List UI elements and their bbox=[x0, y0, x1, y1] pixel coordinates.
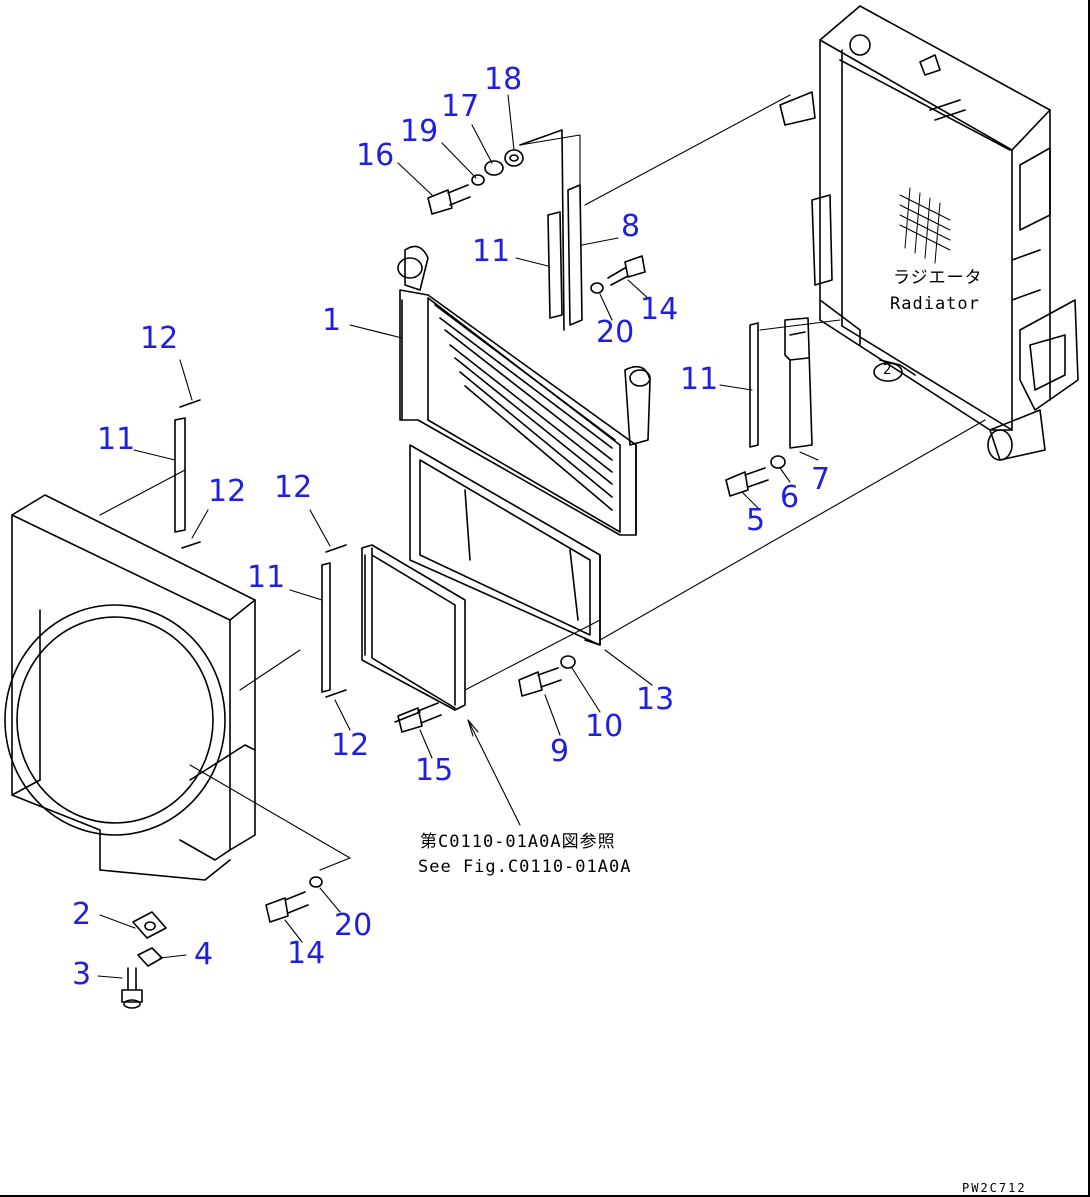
callout-11-top: 11 bbox=[472, 234, 511, 269]
callout-20-bottom: 20 bbox=[334, 908, 373, 943]
fan-shroud bbox=[4, 494, 256, 881]
callout-15: 15 bbox=[415, 753, 454, 788]
callout-11-left: 11 bbox=[97, 422, 136, 457]
callout-18: 18 bbox=[484, 62, 523, 97]
circle-ref-number: 2 bbox=[883, 362, 893, 378]
callout-19: 19 bbox=[400, 114, 439, 149]
callout-12-left-top: 12 bbox=[140, 321, 179, 356]
callout-3: 3 bbox=[72, 957, 92, 992]
callout-16: 16 bbox=[356, 138, 395, 173]
part-1-core bbox=[397, 245, 651, 536]
callout-17: 17 bbox=[441, 89, 480, 124]
reference-note-jp: 第C0110-01A0A図参照 bbox=[420, 832, 616, 852]
strips-and-pins bbox=[174, 317, 813, 698]
fasteners bbox=[121, 149, 786, 1009]
leader-lines bbox=[97, 94, 986, 979]
callout-12-mid-top: 12 bbox=[274, 470, 313, 505]
callout-7: 7 bbox=[811, 462, 831, 497]
callout-10: 10 bbox=[585, 709, 624, 744]
callout-13: 13 bbox=[636, 682, 675, 717]
callout-12-left-bot: 12 bbox=[208, 474, 247, 509]
radiator-label-jp: ラジエータ bbox=[893, 268, 983, 288]
callout-2: 2 bbox=[72, 897, 92, 932]
drawing-code: PW2C712 bbox=[962, 1181, 1027, 1195]
radiator-label-en: Radiator bbox=[890, 294, 980, 314]
callout-11-right: 11 bbox=[680, 362, 719, 397]
callout-14-top: 14 bbox=[640, 292, 679, 327]
callout-8: 8 bbox=[621, 209, 641, 244]
callout-14-bottom: 14 bbox=[287, 936, 326, 971]
callout-11-mid: 11 bbox=[247, 560, 286, 595]
callout-20-top: 20 bbox=[596, 315, 635, 350]
circle-ref-marker bbox=[873, 362, 903, 382]
callout-12-mid-bot: 12 bbox=[331, 728, 370, 763]
callout-9: 9 bbox=[550, 734, 570, 769]
reference-note-en: See Fig.C0110-01A0A bbox=[418, 857, 632, 877]
part-8-bracket bbox=[519, 129, 583, 331]
callout-1: 1 bbox=[322, 303, 342, 338]
part-15-panel bbox=[361, 544, 466, 711]
callout-5: 5 bbox=[746, 503, 766, 538]
radiator-assembly bbox=[779, 5, 1079, 461]
callout-4: 4 bbox=[194, 937, 214, 972]
part-13-frame bbox=[409, 444, 601, 646]
callout-6: 6 bbox=[780, 480, 800, 515]
